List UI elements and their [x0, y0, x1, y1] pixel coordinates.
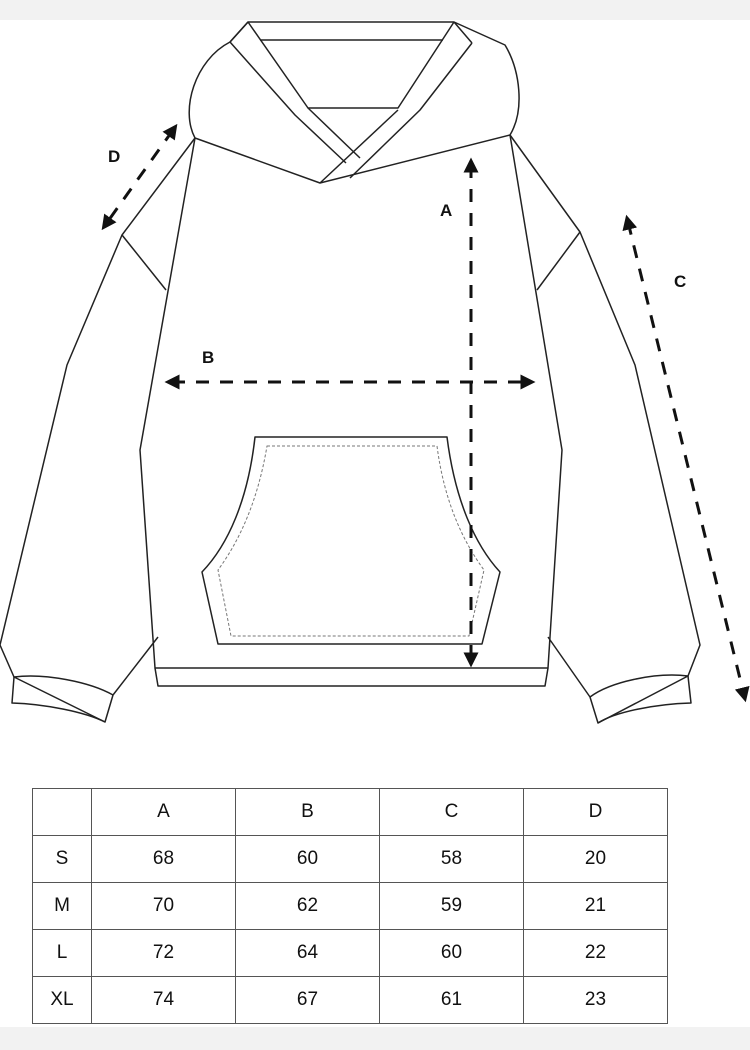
table-row: L 72 64 60 22	[32, 929, 668, 977]
hood-outline	[188, 21, 520, 184]
value-cell: 22	[523, 929, 668, 977]
label-a: A	[440, 201, 453, 220]
table-row: S 68 60 58 20	[32, 835, 668, 883]
table-row: XL 74 67 61 23	[32, 976, 668, 1024]
value-cell: 60	[379, 929, 524, 977]
label-b: B	[202, 348, 215, 367]
value-cell: 72	[91, 929, 236, 977]
table-row: M 70 62 59 21	[32, 882, 668, 930]
size-table: A B C D S 68 60 58 20 M 70 62 59 21 L 72…	[32, 788, 668, 1024]
size-cell: S	[32, 835, 92, 883]
header-d: D	[523, 788, 668, 836]
value-cell: 64	[235, 929, 380, 977]
value-cell: 20	[523, 835, 668, 883]
size-cell: XL	[32, 976, 92, 1024]
value-cell: 58	[379, 835, 524, 883]
value-cell: 59	[379, 882, 524, 930]
value-cell: 68	[91, 835, 236, 883]
value-cell: 23	[523, 976, 668, 1024]
value-cell: 70	[91, 882, 236, 930]
size-chart-canvas: A B C D A B C D S 68 60 58 20 M 70 62 59…	[0, 20, 750, 1027]
body-outline	[139, 134, 563, 669]
value-cell: 21	[523, 882, 668, 930]
value-cell: 74	[91, 976, 236, 1024]
size-cell: M	[32, 882, 92, 930]
hoodie-diagram	[0, 21, 750, 724]
size-cell: L	[32, 929, 92, 977]
value-cell: 62	[235, 882, 380, 930]
value-cell: 60	[235, 835, 380, 883]
table-header-row: A B C D	[32, 788, 668, 836]
header-b: B	[235, 788, 380, 836]
measure-d-arrow	[101, 123, 178, 231]
left-sleeve	[0, 137, 196, 723]
header-empty	[32, 788, 92, 836]
header-a: A	[91, 788, 236, 836]
measure-c-arrow	[622, 214, 750, 703]
kangaroo-pocket	[201, 436, 501, 645]
right-sleeve	[509, 134, 701, 724]
label-d: D	[108, 147, 121, 166]
label-c: C	[674, 272, 687, 291]
header-c: C	[379, 788, 524, 836]
value-cell: 67	[235, 976, 380, 1024]
value-cell: 61	[379, 976, 524, 1024]
